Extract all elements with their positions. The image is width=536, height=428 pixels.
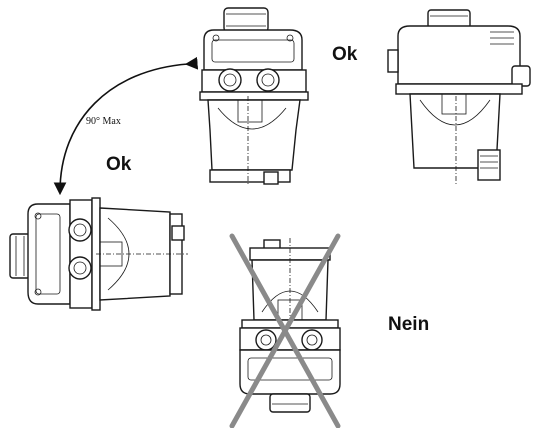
angle-label: 90° Max [86,116,121,127]
actuator-inverted [229,233,341,428]
actuator-vertical-front [199,7,309,186]
ok-label-left: Ok [106,154,132,175]
rotation-arc-arrow [53,56,199,196]
actuator-horizontal [9,197,188,311]
ok-label-top: Ok [332,44,358,65]
actuator-vertical-side [387,9,531,186]
nein-label: Nein [388,314,430,335]
cross-out-mark [229,233,341,428]
